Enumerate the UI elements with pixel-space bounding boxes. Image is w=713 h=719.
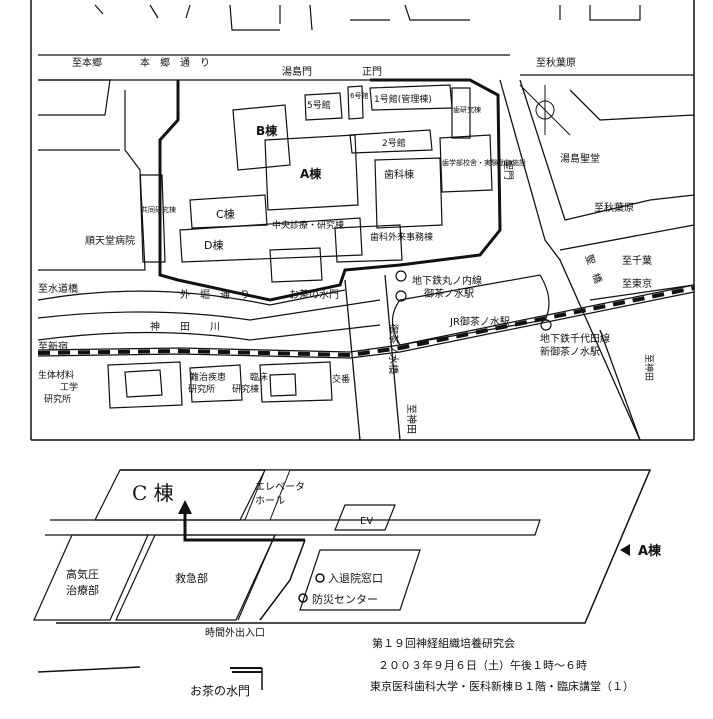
label-to-chiba: 至千葉 xyxy=(622,254,652,267)
kanda-river-bank-lower xyxy=(37,324,381,341)
label-marunouchi: 地下鉄丸ノ内線 御茶ノ水駅 xyxy=(412,274,485,300)
event-title: 第１９回神経組織培養研究会 xyxy=(372,636,515,650)
subway-icon xyxy=(395,270,407,282)
label-hijiri-gate: 聖門 xyxy=(502,160,514,180)
label-to-tokyo: 至東京 xyxy=(622,277,652,290)
floor-label-a-bldg: A棟 xyxy=(638,543,662,559)
label-joint-research: 共同研究棟 xyxy=(141,205,176,214)
label-clinical: 臨床研究棟 xyxy=(232,371,268,395)
label-ochanomizu-gate: お茶の水門 xyxy=(289,288,339,301)
label-biomaterial: 生体材料工学研究所 xyxy=(38,369,78,405)
admission-room xyxy=(299,549,421,611)
top-blocks xyxy=(94,4,641,31)
label-animal-lab: 歯学部校舎・実験動物施設 xyxy=(442,158,526,167)
label-to-shinjuku: 至新宿 xyxy=(38,340,68,353)
label-koban: 交番 xyxy=(332,373,350,385)
ochanomizu-bridge-road xyxy=(344,274,401,441)
admission-marker-icon xyxy=(315,573,325,583)
label-yushima-seido: 湯島聖堂 xyxy=(560,152,600,165)
label-bldg-1: 1号館(管理棟) xyxy=(374,93,432,105)
emergency-room xyxy=(115,534,276,621)
floor-map xyxy=(33,469,652,690)
label-marunouchi-line1: 地下鉄丸ノ内線 xyxy=(412,274,482,287)
campus-buildings xyxy=(139,84,493,283)
ev-box xyxy=(334,504,396,531)
kanda-river-bank-upper xyxy=(37,299,381,321)
route-path xyxy=(183,508,305,542)
left-blocks xyxy=(38,79,170,271)
label-building-c: C棟 xyxy=(216,207,235,221)
campus-boundary xyxy=(158,78,502,302)
c-bldg-area xyxy=(94,469,266,521)
a-bldg-arrow-icon xyxy=(620,544,630,556)
sotobori-road xyxy=(37,289,346,306)
floor-label-ochanomizu-gate: お茶の水門 xyxy=(190,683,250,698)
label-sotobori: 外 堀 通 り xyxy=(180,289,250,301)
label-jr-station: JR御茶ノ水駅 xyxy=(449,315,510,328)
label-to-akihabara-mid: 至秋葉原 xyxy=(594,201,634,214)
label-intractable: 難治疾患研究所 xyxy=(188,371,226,395)
label-bldg-5: 5号館 xyxy=(307,99,331,111)
label-dental-bldg: 歯科棟 xyxy=(384,168,414,181)
label-marunouchi-line2: 御茶ノ水駅 xyxy=(424,287,474,300)
floor-label-hyperbaric: 高気圧治療部 xyxy=(66,567,99,597)
label-to-kanda: 至神田 xyxy=(643,354,655,381)
disaster-center-marker-icon xyxy=(298,593,308,603)
map-frame xyxy=(30,0,695,441)
label-kanda-river: 神 田 川 xyxy=(150,320,220,333)
label-juntendo: 順天堂病院 xyxy=(85,234,135,247)
floor-label-disaster-center: 防災センター xyxy=(312,592,378,606)
label-building-d: D棟 xyxy=(204,238,223,252)
label-chiyoda-line2: 新御茶ノ水駅 xyxy=(540,345,600,358)
floor-label-emergency: 救急部 xyxy=(175,571,208,585)
label-chiyoda-line1: 地下鉄千代田線 xyxy=(540,332,610,345)
label-dental-outpatient: 歯科外来事務棟 xyxy=(370,231,433,243)
floor-label-ev: EV xyxy=(360,516,373,527)
south-buildings xyxy=(107,361,333,409)
event-date: ２００３年９月６日（土）午後１時〜６時 xyxy=(378,658,587,672)
subway-icon xyxy=(540,319,552,331)
label-to-kanda-bottom: 至神田 xyxy=(405,404,418,434)
event-venue: 東京医科歯科大学・医科新棟Ｂ１階・臨床講堂（１） xyxy=(370,679,634,693)
hyperbaric-room xyxy=(33,534,149,621)
label-yushima-gate: 湯島門 xyxy=(282,65,312,78)
label-building-b: B棟 xyxy=(256,123,278,138)
label-main-gate: 正門 xyxy=(362,66,382,78)
subway-icon xyxy=(395,290,407,302)
label-central-bldg: 中央診療・研究棟 xyxy=(272,219,344,231)
label-dental-research: 歯研究棟 xyxy=(453,105,481,114)
floor-label-elevator-hall: エレベータホール xyxy=(255,481,305,507)
label-to-hongo: 至本郷 xyxy=(72,56,102,69)
route-path-lower xyxy=(259,539,306,621)
right-roads xyxy=(499,79,695,441)
floor-label-admission: 入退院窓口 xyxy=(328,571,383,585)
compass-arrow-icon xyxy=(519,84,571,136)
floor-label-after-hours: 時間外出入口 xyxy=(205,626,265,639)
label-ochanomizu-bridge: 御茶ノ水橋 xyxy=(387,324,400,374)
label-bldg-2: 2号館 xyxy=(382,137,406,149)
label-to-akihabara-top: 至秋葉原 xyxy=(536,56,576,69)
label-chiyoda: 地下鉄千代田線 新御茶ノ水駅 xyxy=(540,332,613,358)
route-arrow-icon xyxy=(178,500,192,514)
label-to-suidobashi: 至水道橋 xyxy=(38,282,78,295)
label-hijiri-bridge: 聖 橋 xyxy=(583,253,605,286)
label-building-a: A棟 xyxy=(300,166,322,181)
label-hongo-dori: 本 郷 通 り xyxy=(140,56,210,69)
label-bldg-6: 6号館 xyxy=(350,91,368,100)
floor-label-c-bldg: C 棟 xyxy=(132,481,174,505)
